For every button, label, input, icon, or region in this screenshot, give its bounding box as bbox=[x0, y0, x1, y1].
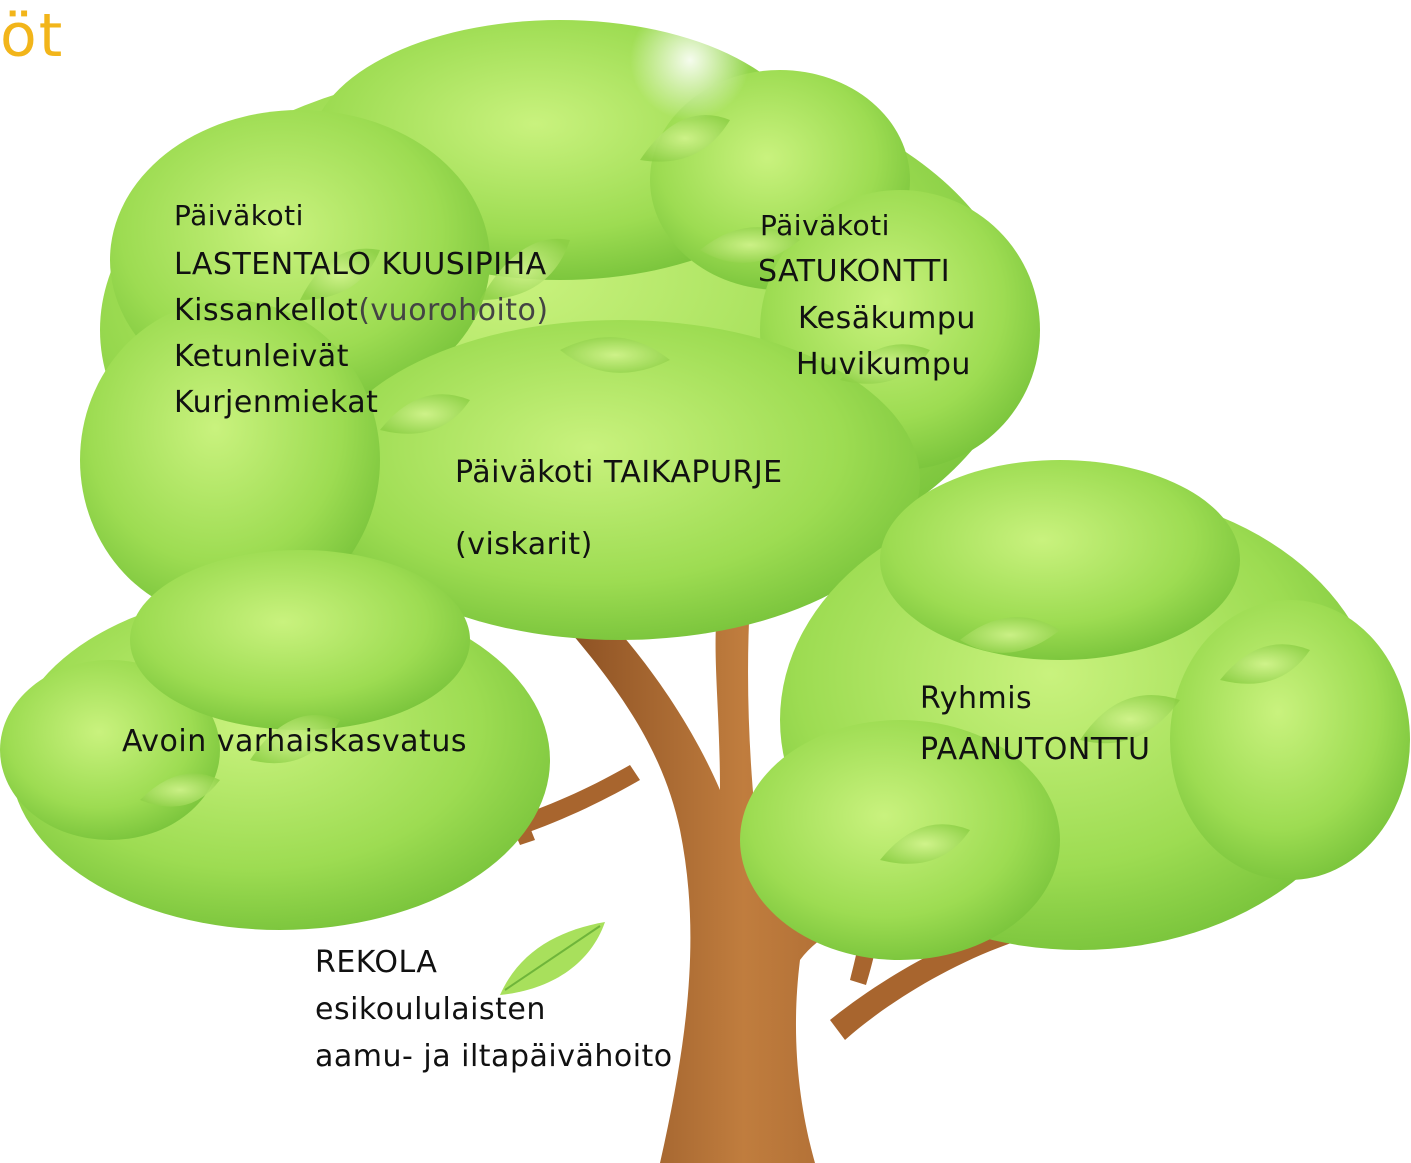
satukontti-unit-huvikumpu: Huvikumpu bbox=[796, 347, 971, 382]
rekola-name: REKOLA bbox=[315, 945, 438, 980]
kuusipiha-unit-kurjenmiekat: Kurjenmiekat bbox=[174, 385, 379, 420]
foliage bbox=[0, 20, 1410, 995]
kuusipiha-name: LASTENTALO KUUSIPIHA bbox=[174, 247, 547, 282]
unit-note: (vuorohoito) bbox=[358, 293, 549, 328]
avoin-varhaiskasvatus: Avoin varhaiskasvatus bbox=[122, 724, 467, 759]
unit-name: Kissankellot bbox=[174, 293, 359, 328]
ryhmis-name: PAANUTONTTU bbox=[920, 732, 1151, 767]
rekola-line2: aamu- ja iltapäivähoito bbox=[315, 1039, 673, 1074]
kuusipiha-unit-kissankellot: Kissankellot(vuorohoito) bbox=[174, 293, 549, 329]
page-title-fragment: öt bbox=[0, 1, 65, 71]
taikapurje-note: (viskarit) bbox=[455, 527, 593, 562]
kuusipiha-unit-ketunleivat: Ketunleivät bbox=[174, 339, 349, 374]
taikapurje-name: Päiväkoti TAIKAPURJE bbox=[455, 455, 783, 490]
satukontti-unit-kesakumpu: Kesäkumpu bbox=[798, 301, 976, 336]
ryhmis-type: Ryhmis bbox=[920, 681, 1033, 716]
satukontti-name: SATUKONTTI bbox=[758, 254, 951, 289]
satukontti-type: Päiväkoti bbox=[760, 209, 890, 242]
kuusipiha-type: Päiväkoti bbox=[174, 199, 304, 232]
rekola-line1: esikoululaisten bbox=[315, 992, 546, 1027]
